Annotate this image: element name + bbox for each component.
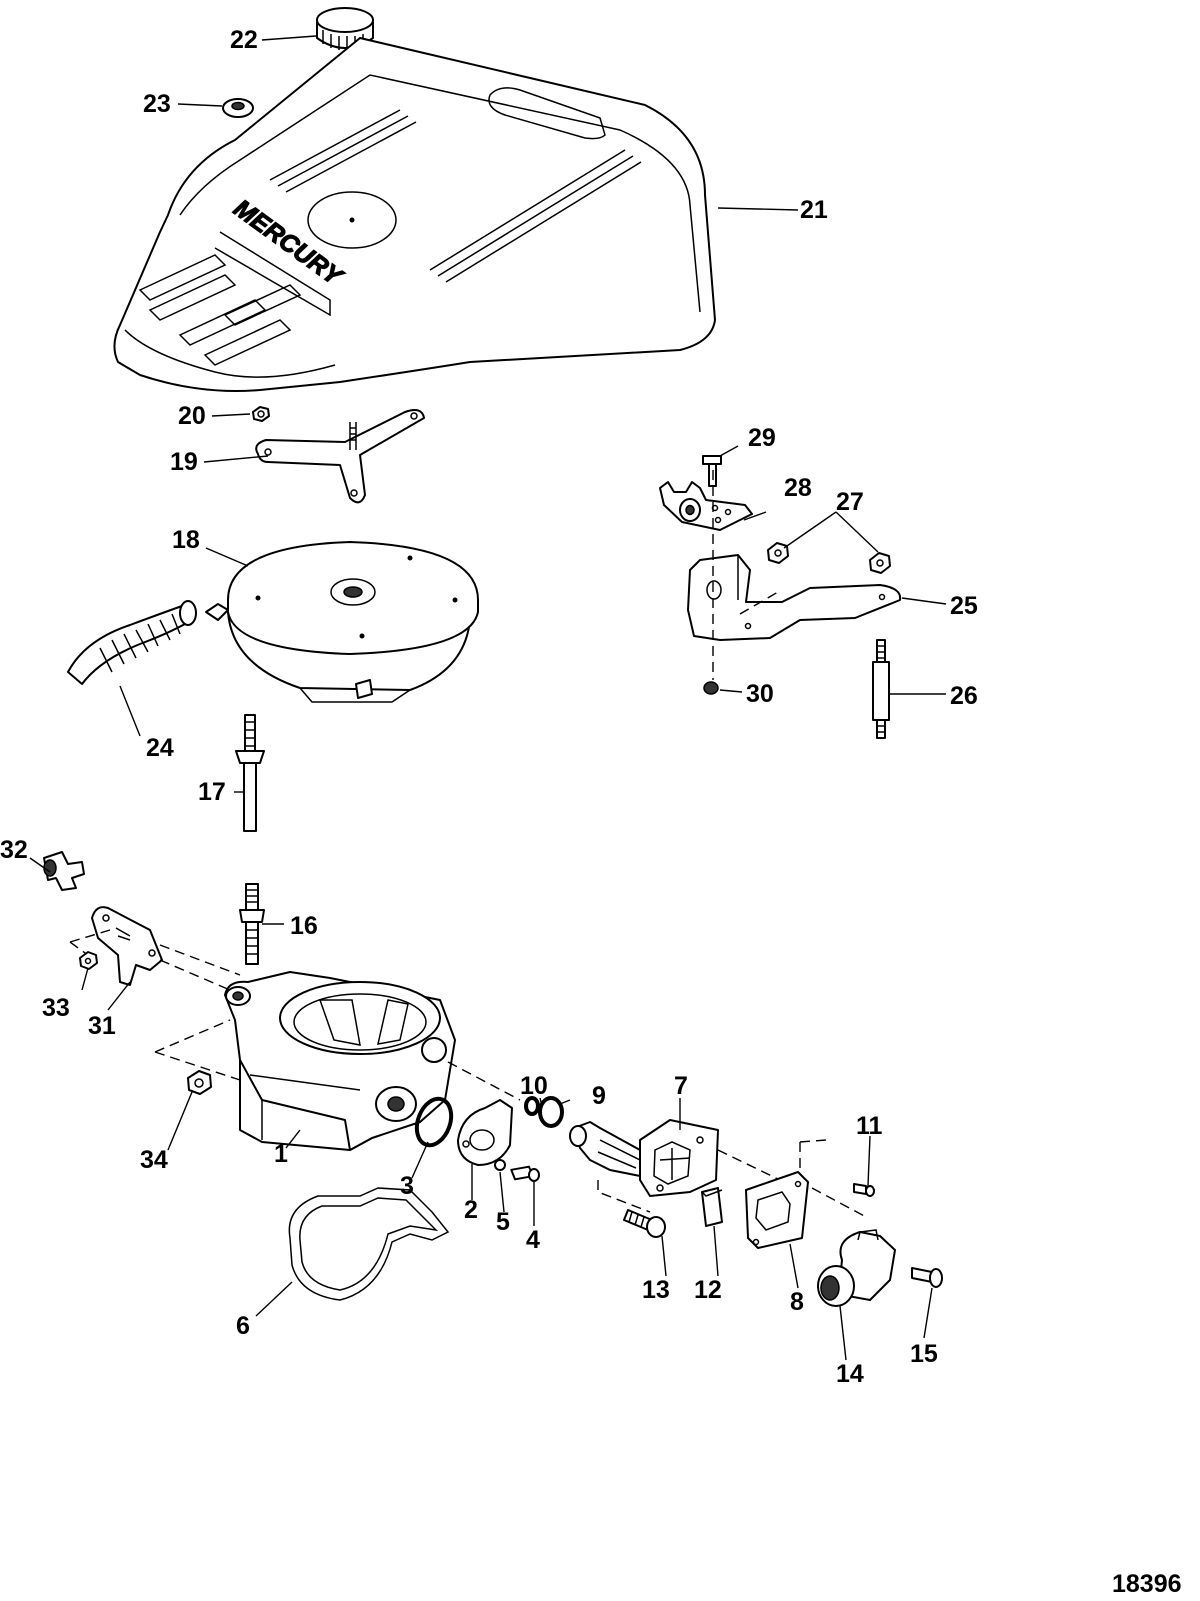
part-3-o-ring: [414, 1096, 454, 1148]
callout-31: 31: [88, 1012, 116, 1040]
part-20-nut: [252, 406, 270, 422]
part-22-fill-cap: [316, 7, 374, 50]
part-34-nut: [187, 1070, 212, 1095]
callout-25: 25: [950, 592, 978, 620]
part-7-iac-body: [569, 1119, 719, 1197]
part-31-bracket: [91, 906, 163, 986]
callout-29: 29: [748, 424, 776, 452]
callout-3: 3: [400, 1172, 414, 1200]
callout-11: 11: [856, 1112, 883, 1140]
assembly-axis-27: [739, 591, 779, 615]
part-32-tee-fitting: [43, 851, 85, 891]
callout-34: 34: [140, 1146, 168, 1174]
part-1-throttle-body: [224, 971, 456, 1151]
callout-10: 10: [520, 1072, 548, 1100]
part-30-nut: [703, 681, 719, 695]
part-2-tps-sensor: [457, 1099, 513, 1166]
callout-6: 6: [236, 1312, 250, 1340]
callout-5: 5: [496, 1208, 510, 1236]
callout-33: 33: [42, 994, 70, 1022]
assembly-axis-1a: [159, 944, 241, 976]
part-10-o-ring: [524, 1096, 540, 1116]
callout-18: 18: [172, 526, 200, 554]
callout-30: 30: [746, 680, 774, 708]
part-24-hose: [67, 600, 197, 685]
callout-13: 13: [642, 1276, 670, 1304]
part-9-o-ring: [538, 1096, 564, 1128]
part-18-air-silencer: [205, 541, 479, 703]
assembly-axis-7: [717, 1149, 781, 1181]
callout-15: 15: [910, 1340, 938, 1368]
part-4-screw: [510, 1165, 540, 1182]
part-26-standoff: [872, 639, 890, 739]
leader-lines: [29, 35, 947, 1361]
callout-32: 32: [0, 836, 28, 864]
callout-12: 12: [694, 1276, 722, 1304]
part-13-bolt: [623, 1209, 666, 1238]
assembly-axis-11: [799, 1139, 869, 1219]
part-6-gasket: [288, 1187, 450, 1301]
part-23-grommet: [222, 98, 254, 118]
part-16-stud: [239, 883, 265, 965]
figure-number: 18396: [1112, 1570, 1182, 1598]
part-33-nut: [79, 951, 98, 970]
callout-24: 24: [146, 734, 174, 762]
part-21-engine-cover: MERCURY: [113, 37, 716, 392]
part-25-mounting-plate: [687, 554, 902, 641]
part-29-bolt: [702, 455, 722, 487]
part-17-long-stud: [235, 714, 265, 832]
callout-16: 16: [290, 912, 318, 940]
assembly-axis-13: [597, 1180, 651, 1213]
part-15-screw: [911, 1267, 943, 1288]
callout-14: 14: [836, 1360, 864, 1388]
part-19-bracket: [255, 409, 425, 504]
part-11-screw: [853, 1183, 875, 1197]
callout-9: 9: [592, 1082, 606, 1110]
callout-4: 4: [526, 1226, 540, 1254]
callout-labels: 22 23 21 20 19 29 28 27 18 25 30 26 24 1…: [0, 26, 978, 1388]
part-28-clamp-bracket: [659, 481, 753, 531]
assembly-axis-1b: [154, 1019, 241, 1081]
part-14-iac-motor: [817, 1229, 896, 1307]
callout-1: 1: [274, 1140, 288, 1168]
assembly-axis-1c: [447, 1061, 521, 1101]
callout-8: 8: [790, 1288, 804, 1316]
callout-26: 26: [950, 682, 978, 710]
part-5-washer: [494, 1159, 506, 1171]
callout-20: 20: [178, 402, 206, 430]
callout-7: 7: [674, 1072, 688, 1100]
callout-19: 19: [170, 448, 198, 476]
callout-17: 17: [198, 778, 226, 806]
part-27-nuts: [767, 542, 891, 574]
callout-2: 2: [464, 1196, 478, 1224]
callout-22: 22: [230, 26, 258, 54]
callout-28: 28: [784, 474, 812, 502]
callout-23: 23: [143, 90, 171, 118]
callout-27: 27: [836, 488, 864, 516]
part-12-filter: [701, 1187, 723, 1227]
callout-21: 21: [800, 196, 828, 224]
part-8-gasket: [745, 1171, 809, 1249]
